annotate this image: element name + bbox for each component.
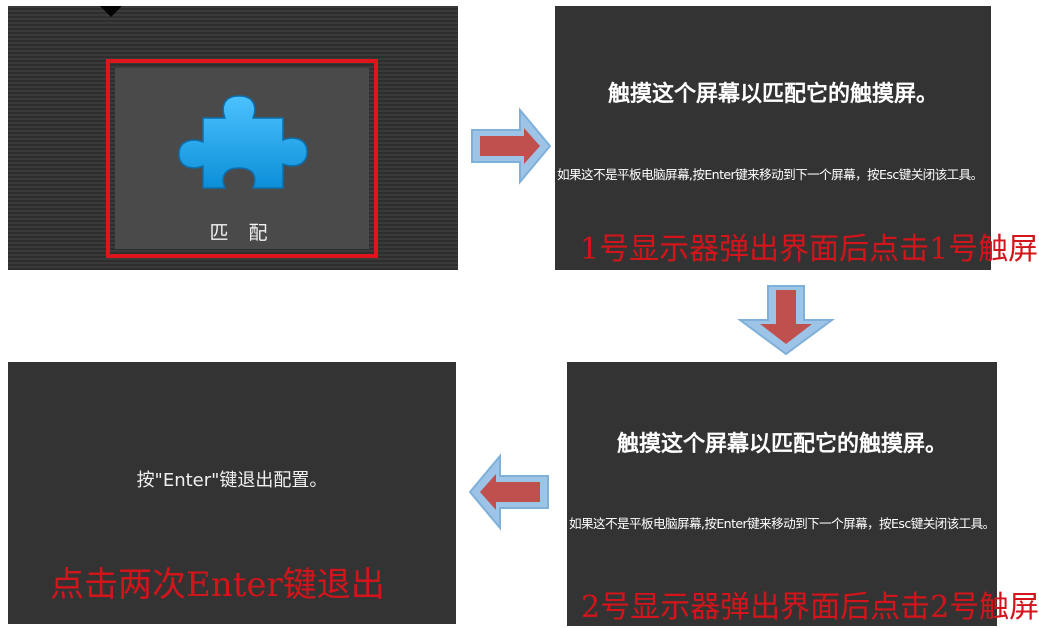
touch-screen-1-prompt[interactable]: 触摸这个屏幕以匹配它的触摸屏。 如果这不是平板电脑屏幕,按Enter键来移动到下… <box>555 6 1038 270</box>
puzzle-piece-icon <box>178 95 308 189</box>
touch-prompt-instructions: 如果这不是平板电脑屏幕,按Enter键来移动到下一个屏幕，按Esc键关闭该工具。 <box>569 516 995 531</box>
touch-prompt-title: 触摸这个屏幕以匹配它的触摸屏。 <box>616 431 947 457</box>
left-arrow-icon <box>468 453 549 531</box>
exit-instruction: 按"Enter"键退出配置。 <box>136 470 328 491</box>
exit-configuration-screen: 按"Enter"键退出配置。 点击两次Enter键退出 <box>8 362 456 624</box>
annotation-note: 1号显示器弹出界面后点击1号触屏 <box>580 232 1039 267</box>
pairing-tile-body[interactable]: 匹 配 <box>115 68 369 249</box>
pairing-label: 匹 配 <box>209 222 275 244</box>
pointer-marker-icon <box>100 6 122 17</box>
down-arrow-icon <box>736 285 836 356</box>
pairing-tile-screen: 匹 配 <box>8 6 458 270</box>
touch-screen-2-prompt[interactable]: 触摸这个屏幕以匹配它的触摸屏。 如果这不是平板电脑屏幕,按Enter键来移动到下… <box>567 362 1039 626</box>
touch-prompt-title: 触摸这个屏幕以匹配它的触摸屏。 <box>607 81 938 107</box>
annotation-note: 2号显示器弹出界面后点击2号触屏 <box>581 590 1039 625</box>
touch-prompt-instructions: 如果这不是平板电脑屏幕,按Enter键来移动到下一个屏幕，按Esc键关闭该工具。 <box>557 167 983 182</box>
right-arrow-icon <box>471 107 552 185</box>
annotation-note: 点击两次Enter键退出 <box>50 565 385 605</box>
pairing-tile[interactable]: 匹 配 <box>106 59 378 258</box>
